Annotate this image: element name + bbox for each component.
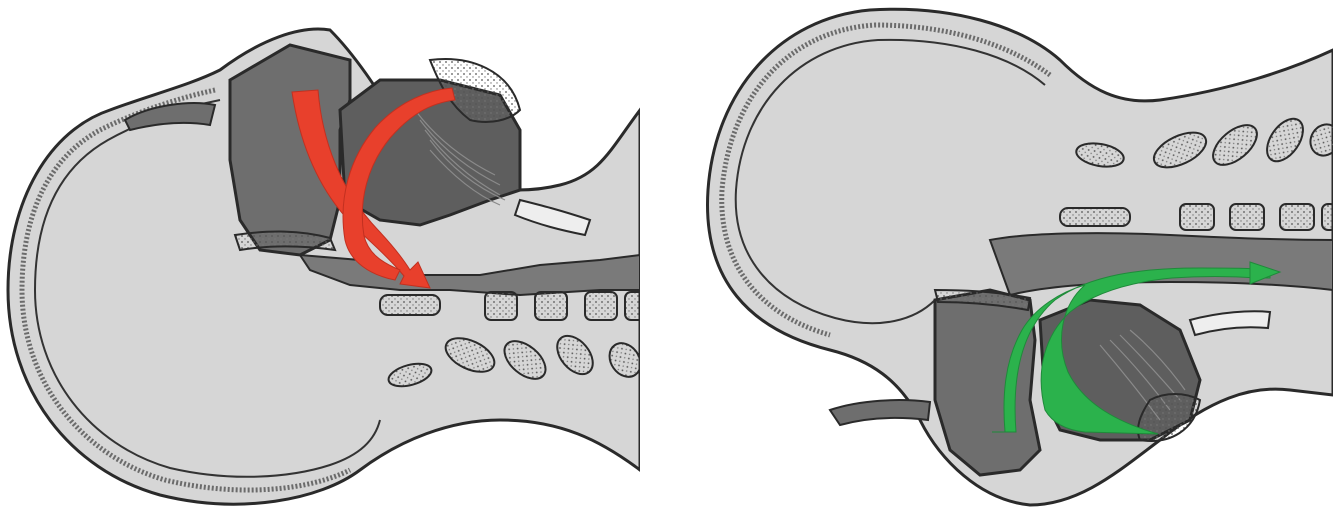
left-vertebrae	[380, 292, 640, 320]
left-head-svg	[0, 0, 640, 520]
right-sinus	[830, 400, 930, 425]
right-panel-head-section	[690, 0, 1333, 520]
right-nasal-cavity	[935, 290, 1040, 475]
left-panel-head-section	[0, 0, 640, 520]
left-nasal-cavity	[230, 45, 350, 255]
right-head-svg	[690, 0, 1333, 520]
right-vertebrae	[1060, 204, 1333, 230]
